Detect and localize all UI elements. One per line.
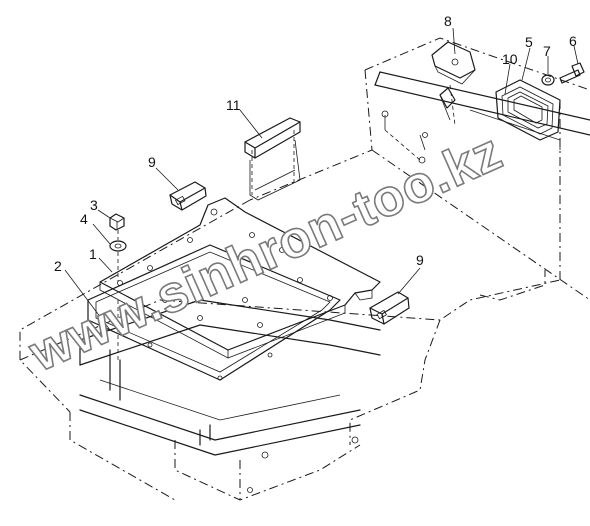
callout-11: 11 (226, 97, 241, 113)
part-7-nut (541, 74, 555, 86)
part-4-washer (109, 240, 127, 252)
part-9-clip-upper (169, 181, 207, 211)
part-9-clip-lower (369, 291, 410, 325)
callout-3: 3 (90, 197, 98, 213)
callout-2: 2 (54, 258, 62, 274)
part-2-lower-plate (87, 244, 341, 381)
part-1-floor-plate (99, 197, 381, 359)
callout-7: 7 (543, 43, 551, 59)
rear-wall (374, 71, 590, 150)
callout-4: 4 (80, 211, 88, 227)
floor-structure (19, 37, 590, 501)
callout-9-lower: 9 (416, 252, 424, 268)
callout-1: 1 (89, 246, 97, 262)
part-3-bolt (109, 213, 125, 231)
part-10-gasket (495, 79, 561, 141)
callout-6: 6 (569, 33, 577, 49)
callout-9-upper: 9 (148, 154, 156, 170)
callout-8: 8 (444, 13, 452, 29)
leader-lines (64, 27, 579, 331)
part-6-bolt (559, 62, 585, 84)
callout-5: 5 (525, 34, 533, 50)
part-11-bracket (244, 117, 301, 201)
part-8-cover (431, 41, 476, 126)
part-5-cover-plate (507, 91, 549, 129)
rear-studs (381, 110, 428, 164)
callout-10: 10 (502, 51, 518, 67)
callout-labels: 1 2 3 4 5 6 7 8 9 9 10 11 (54, 13, 577, 274)
subframe (79, 299, 381, 493)
